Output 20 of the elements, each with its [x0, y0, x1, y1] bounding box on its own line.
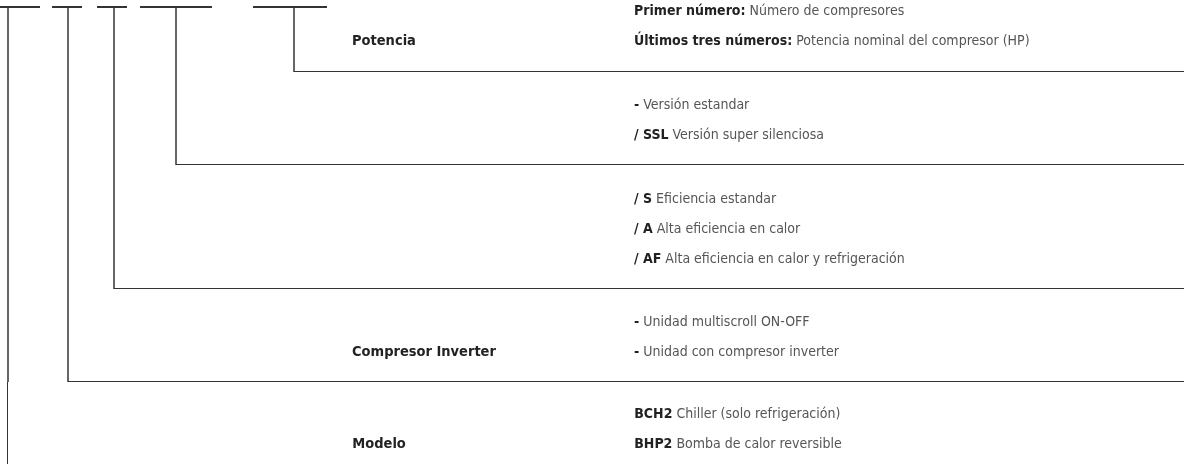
option-description: - Versión estandar	[634, 95, 751, 114]
option-description: - Unidad multiscroll ON-OFF	[634, 312, 811, 331]
option-description: BHP2 Bomba de calor reversible	[634, 434, 842, 453]
category-label: Compresor Inverter	[352, 342, 496, 361]
leader-line	[7, 6, 9, 383]
spec-row	[294, 0, 1184, 72]
option-description: / A Alta eficiencia en calor	[634, 219, 802, 238]
option-description: / S Eficiencia estandar	[634, 189, 778, 208]
leader-line	[67, 6, 69, 383]
option-description: - Unidad con compresor inverter	[634, 342, 839, 361]
option-description: Primer número: Número de compresores	[634, 1, 906, 20]
option-description: BCH2 Chiller (solo refrigeración)	[634, 404, 842, 423]
leader-line	[175, 6, 177, 166]
category-label: Potencia	[352, 31, 416, 50]
option-description: Últimos tres números: Potencia nominal del compresor (HP)	[634, 30, 1030, 50]
category-label: Modelo	[352, 434, 406, 453]
leader-line	[113, 6, 115, 290]
option-description: / AF Alta eficiencia en calor y refrigeración	[634, 249, 905, 268]
leader-line	[293, 6, 295, 73]
option-description: / SSL Versión super silenciosa	[634, 125, 824, 144]
